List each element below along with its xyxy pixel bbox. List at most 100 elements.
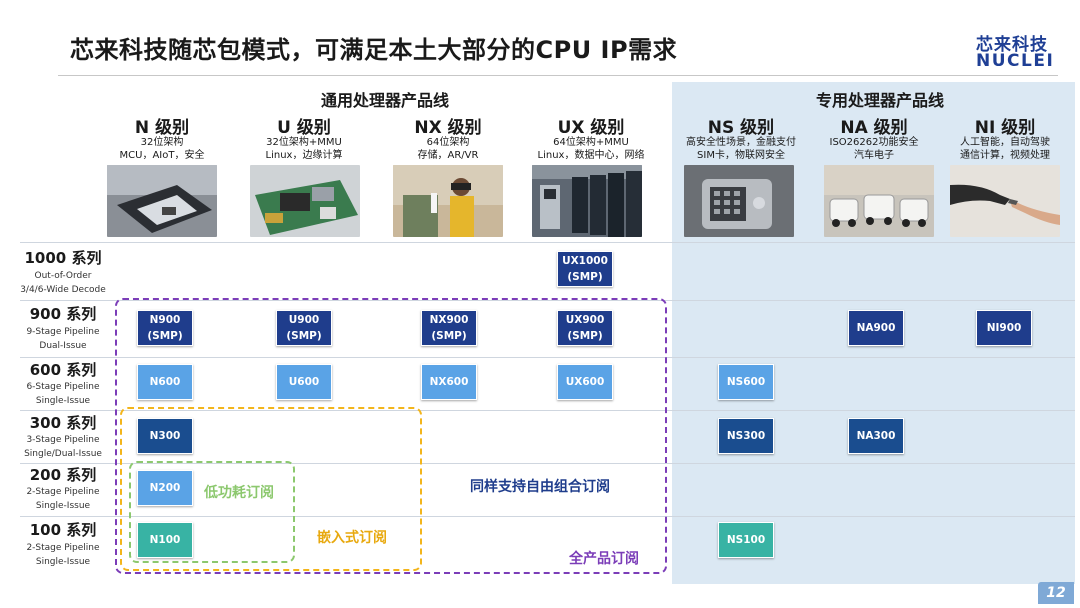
chip-ns300[interactable]: NS300 (718, 418, 774, 454)
combo-label: 同样支持自由组合订阅 (470, 479, 610, 495)
level-desc: Linux，数据中心，网络 (537, 150, 645, 161)
series-sub: 2-Stage Pipeline (26, 543, 100, 553)
chip-label: NX900 (429, 314, 469, 326)
level-desc: 通信计算，视频处理 (960, 150, 1050, 161)
chip-n600[interactable]: N600 (137, 364, 193, 400)
full-subscription-box (115, 298, 667, 574)
series-sub: Single-Issue (35, 501, 91, 511)
chip-label: U600 (288, 376, 320, 388)
series-sub: 2-Stage Pipeline (26, 487, 100, 497)
level-label: U 级别 (277, 118, 331, 138)
chip-label: UX900 (565, 314, 605, 326)
level-desc: 64位架构+MMU (553, 137, 629, 148)
low-power-label: 低功耗订阅 (204, 485, 274, 501)
level-desc: 汽车电子 (854, 150, 894, 161)
safe-photo (684, 165, 794, 237)
chip-nx900[interactable]: NX900 (SMP) (421, 310, 477, 346)
level-desc: 高安全性场景，金融支付 (686, 137, 796, 148)
chip-n900[interactable]: N900 (SMP) (137, 310, 193, 346)
chip-label: NX600 (429, 376, 469, 388)
chip-n100[interactable]: N100 (137, 522, 193, 558)
slide-title: 芯来科技随芯包模式，可满足本土大部分的CPU IP需求 (70, 36, 678, 64)
row-divider (20, 410, 1075, 411)
robot-cars-photo (824, 165, 934, 237)
level-label: NX 级别 (414, 118, 482, 138)
chip-label: (SMP) (567, 330, 603, 342)
chip-label: NA300 (856, 430, 896, 442)
series-sub: Out-of-Order (34, 271, 92, 281)
chip-ux900[interactable]: UX900 (SMP) (557, 310, 613, 346)
chip-na900[interactable]: NA900 (848, 310, 904, 346)
series-sub: Single-Issue (35, 557, 91, 567)
chip-label: (SMP) (431, 330, 467, 342)
chip-na300[interactable]: NA300 (848, 418, 904, 454)
row-divider (20, 516, 1075, 517)
row-divider (20, 463, 1075, 464)
chip-ns600[interactable]: NS600 (718, 364, 774, 400)
special-group-label: 专用处理器产品线 (815, 91, 944, 110)
series-label: 300 系列 (29, 414, 97, 432)
chip-label: (SMP) (147, 330, 183, 342)
chip-label: NI900 (986, 322, 1022, 334)
page-number: 12 (1038, 582, 1074, 604)
row-divider (20, 357, 1075, 358)
logo-text-en: NUCLEI (976, 51, 1055, 71)
chip-n300[interactable]: N300 (137, 418, 193, 454)
level-desc: SIM卡，物联网安全 (697, 150, 785, 161)
general-group-label: 通用处理器产品线 (320, 91, 449, 110)
embedded-label: 嵌入式订阅 (317, 530, 387, 546)
ai-hand-photo (950, 165, 1060, 237)
chip-u600[interactable]: U600 (276, 364, 332, 400)
chip-label: N200 (149, 482, 181, 494)
chip-label: N600 (149, 376, 181, 388)
level-label: NS 级别 (707, 118, 775, 138)
vr-photo (393, 165, 503, 237)
level-desc: ISO26262功能安全 (829, 137, 919, 148)
series-sub: 3/4/6-Wide Decode (20, 285, 106, 295)
series-label: 1000 系列 (24, 249, 102, 267)
chip-label: UX1000 (562, 255, 608, 267)
board-photo (250, 165, 360, 237)
level-desc: 64位架构 (426, 137, 470, 148)
chip-photo (107, 165, 217, 237)
chip-ns100[interactable]: NS100 (718, 522, 774, 558)
full-subscription-label: 全产品订阅 (569, 551, 639, 567)
row-divider (20, 242, 1075, 243)
datacenter-photo (532, 165, 642, 237)
chip-ux1000[interactable]: UX1000 (SMP) (557, 251, 613, 287)
level-label: UX 级别 (557, 118, 625, 138)
chip-label: NS300 (726, 430, 766, 442)
series-sub: Dual-Issue (39, 341, 87, 351)
logo-text-cn: 芯来科技 (976, 35, 1048, 55)
low-power-subscription-box (129, 461, 295, 563)
chip-label: N900 (149, 314, 181, 326)
series-sub: 6-Stage Pipeline (26, 382, 100, 392)
series-sub: 3-Stage Pipeline (26, 435, 100, 445)
series-sub: Single/Dual-Issue (24, 449, 102, 459)
row-divider (20, 300, 1075, 301)
level-desc: 32位架构 (140, 137, 184, 148)
chip-label: UX600 (565, 376, 605, 388)
chip-nx600[interactable]: NX600 (421, 364, 477, 400)
series-label: 900 系列 (29, 305, 97, 323)
chip-label: NS600 (726, 376, 766, 388)
level-label: N 级别 (134, 118, 190, 138)
level-desc: Linux，边缘计算 (265, 150, 343, 161)
level-desc: 人工智能，自动驾驶 (960, 137, 1050, 148)
chip-label: U900 (288, 314, 320, 326)
series-label: 100 系列 (29, 521, 97, 539)
level-desc: 存储，AR/VR (417, 150, 479, 161)
chip-ux600[interactable]: UX600 (557, 364, 613, 400)
chip-ni900[interactable]: NI900 (976, 310, 1032, 346)
series-sub: Single-Issue (35, 396, 91, 406)
chip-label: NA900 (856, 322, 896, 334)
level-label: NA 级别 (840, 118, 908, 138)
chip-n200[interactable]: N200 (137, 470, 193, 506)
chip-u900[interactable]: U900(SMP) (276, 310, 332, 346)
level-label: NI 级别 (974, 118, 1036, 138)
chip-label: NS100 (726, 534, 766, 546)
series-label: 200 系列 (29, 466, 97, 484)
series-label: 600 系列 (29, 361, 97, 379)
level-desc: 32位架构+MMU (266, 137, 342, 148)
chip-label: (SMP) (567, 271, 603, 283)
